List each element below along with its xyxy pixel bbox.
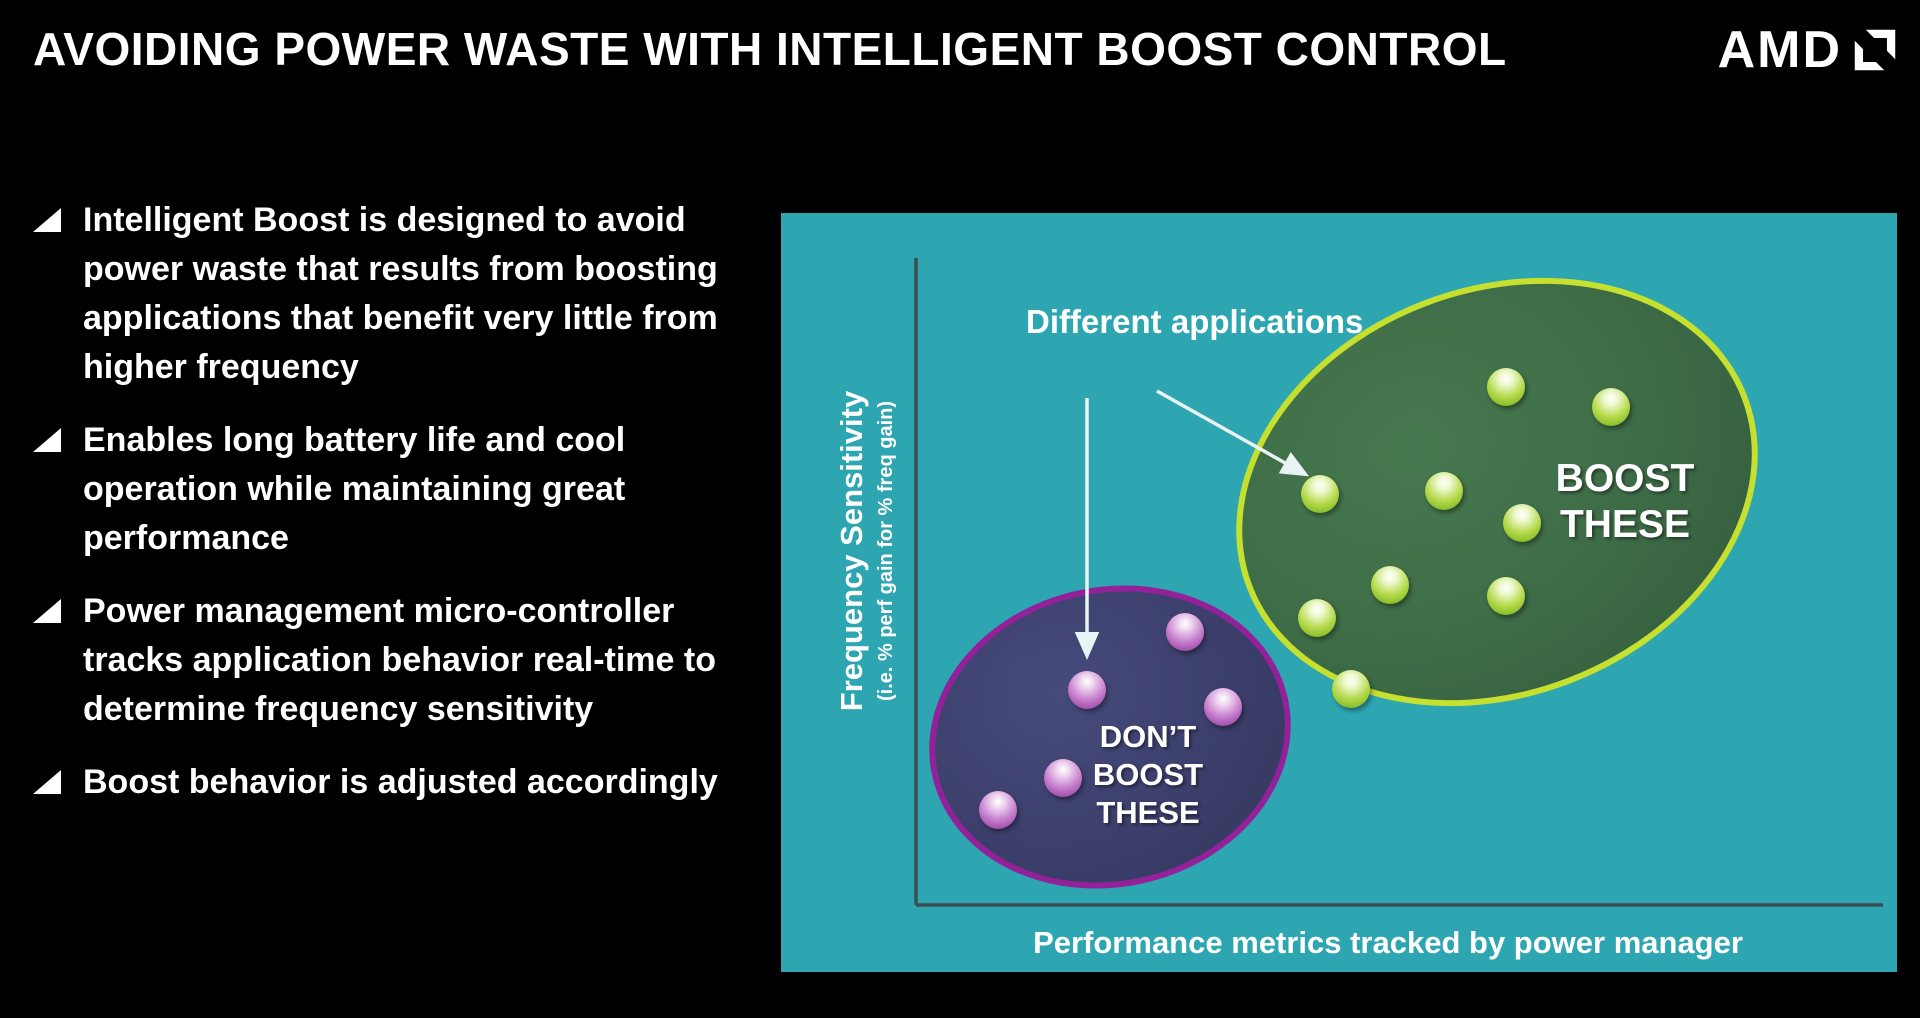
triangle-bullet-icon [33, 770, 61, 794]
app-dot-green [1592, 388, 1630, 426]
app-dot-green [1487, 577, 1525, 615]
dont-boost-these-label: DON’T BOOST THESE [1092, 719, 1204, 830]
bullet-item: Boost behavior is adjusted accordingly [33, 758, 743, 807]
boost-these-label: BOOST THESE [1555, 457, 1695, 546]
app-dot-green [1298, 599, 1336, 637]
amd-logo-text: AMD [1717, 21, 1842, 79]
y-axis-label: Frequency Sensitivity (i.e. % perf gain … [834, 390, 897, 712]
bullet-item: Intelligent Boost is designed to avoid p… [33, 196, 743, 392]
bullet-text: Power management micro-controller tracks… [83, 592, 716, 728]
bullet-text: Enables long battery life and cool opera… [83, 421, 626, 557]
triangle-bullet-icon [33, 208, 61, 232]
frequency-sensitivity-chart: Frequency Sensitivity (i.e. % perf gain … [781, 213, 1897, 972]
app-dot-green [1425, 472, 1463, 510]
bullet-item: Power management micro-controller tracks… [33, 587, 743, 734]
different-applications-annotation: Different applications [1026, 303, 1364, 340]
bullet-text: Boost behavior is adjusted accordingly [83, 763, 718, 801]
app-dot-green [1301, 475, 1339, 513]
bullet-list: Intelligent Boost is designed to avoid p… [33, 196, 743, 831]
bullet-text: Intelligent Boost is designed to avoid p… [83, 201, 718, 386]
app-dot-magenta [1068, 671, 1106, 709]
app-dot-green [1371, 566, 1409, 604]
bullet-item: Enables long battery life and cool opera… [33, 416, 743, 563]
app-dot-magenta [979, 791, 1017, 829]
app-dot-magenta [1166, 613, 1204, 651]
app-dot-magenta [1204, 688, 1242, 726]
app-dot-magenta [1044, 759, 1082, 797]
app-dot-green [1503, 504, 1541, 542]
amd-logo: AMD [1718, 24, 1898, 76]
triangle-bullet-icon [33, 428, 61, 452]
amd-arrow-icon [1854, 29, 1896, 71]
x-axis-label: Performance metrics tracked by power man… [1033, 925, 1743, 960]
page-title: AVOIDING POWER WASTE WITH INTELLIGENT BO… [33, 23, 1507, 75]
app-dot-green [1332, 670, 1370, 708]
app-dot-green [1487, 368, 1525, 406]
triangle-bullet-icon [33, 599, 61, 623]
